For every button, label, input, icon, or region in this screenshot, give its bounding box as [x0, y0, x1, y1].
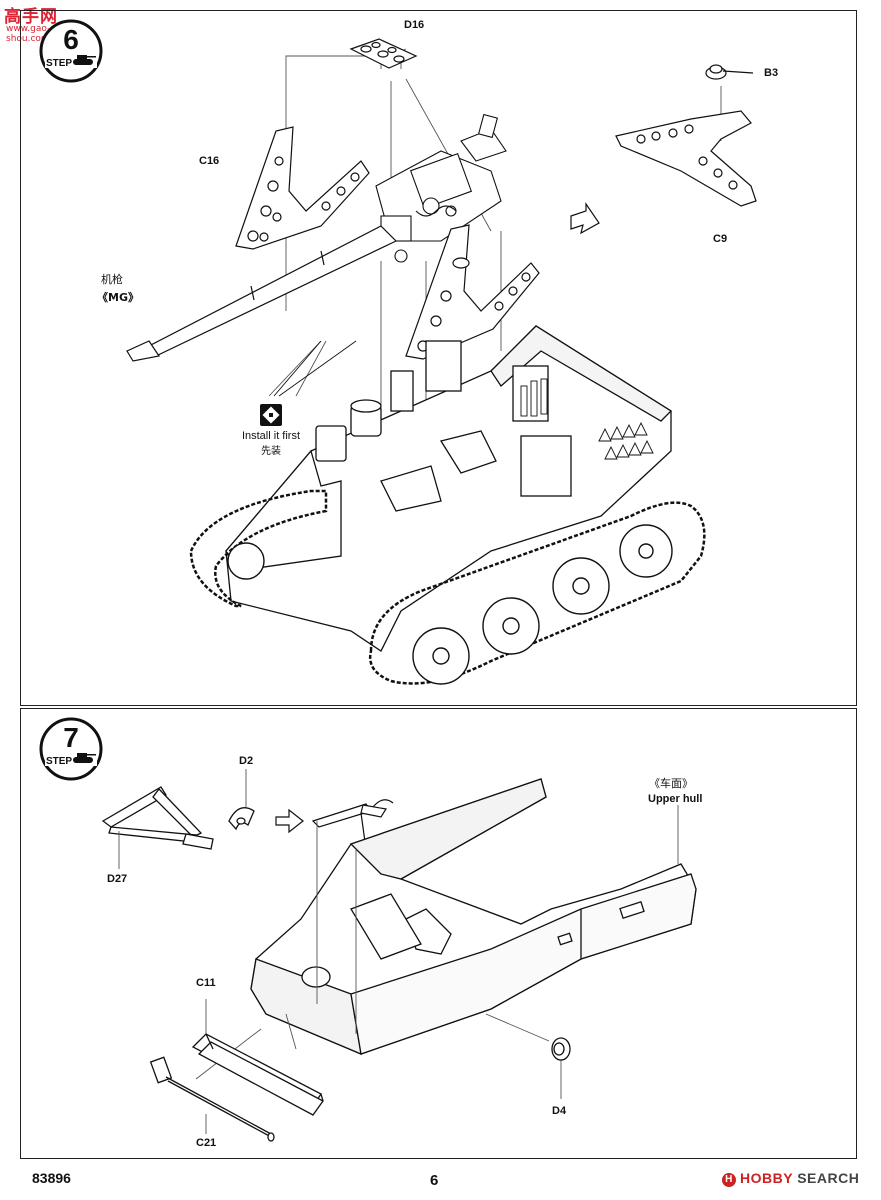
- label-d2: D2: [239, 755, 254, 767]
- tank-icon: [73, 55, 96, 65]
- step-7-badge: 7 STEP: [39, 717, 103, 781]
- tank-icon: [73, 753, 96, 763]
- watermark-text: 高手网: [4, 7, 58, 27]
- label-upper-hull-cn: 《车面》: [649, 777, 693, 790]
- install-first-cn: 先装: [261, 446, 281, 457]
- tank-hull: [225, 325, 673, 652]
- step-6-panel: 6 STEP: [20, 10, 857, 706]
- part-b3: [705, 64, 754, 80]
- label-d27: D27: [107, 873, 128, 885]
- watermark-logo: 高手网 www.gao-shou.com: [4, 2, 84, 44]
- label-d4: D4: [552, 1105, 567, 1117]
- step-7-word: STEP: [46, 756, 72, 767]
- label-mg-cn: 机枪: [101, 273, 123, 286]
- assembly-arrow-icon: [275, 808, 304, 834]
- label-c21: C21: [196, 1137, 217, 1149]
- part-d2: [228, 807, 255, 831]
- label-c11: C11: [196, 977, 216, 989]
- part-c16: [235, 126, 370, 250]
- step-7-number: 7: [63, 722, 79, 753]
- page-number: 6: [430, 1172, 439, 1189]
- watermark-url: www.gao-shou.com: [6, 24, 51, 44]
- brand-prefix: HOBBY: [740, 1170, 793, 1186]
- label-c16: C16: [199, 155, 220, 167]
- install-first-note: Install it first 先装: [226, 404, 316, 457]
- label-d16: D16: [404, 19, 425, 31]
- step-6-diagram: [126, 38, 757, 685]
- guide-line-c16: [285, 55, 382, 116]
- brand-suffix: SEARCH: [797, 1170, 860, 1186]
- install-first-icon: [260, 404, 282, 426]
- assembly-arrow-icon: [570, 202, 600, 235]
- install-first-text: Install it first: [241, 430, 301, 442]
- part-d4: [551, 1037, 571, 1061]
- part-d16: [349, 38, 418, 69]
- step-6-number: 6: [63, 24, 79, 55]
- part-c21: [149, 1056, 275, 1142]
- label-c9: C9: [713, 233, 728, 245]
- part-c11: [191, 1033, 324, 1116]
- ammo-shells: [520, 378, 654, 460]
- hobbysearch-logo: H HOBBY SEARCH: [722, 1170, 859, 1187]
- label-mg-en: 《MG》: [97, 291, 139, 304]
- part-d27-installed: [311, 799, 394, 850]
- step-6-word: STEP: [46, 58, 72, 69]
- part-c9: [615, 110, 757, 207]
- step-6-badge: 6 STEP: [39, 19, 103, 83]
- kit-number: 83896: [32, 1170, 71, 1186]
- step-7-panel: 7 STEP: [20, 708, 857, 1159]
- road-wheels: [227, 524, 673, 685]
- label-upper-hull: Upper hull: [648, 793, 703, 805]
- tank-tracks: [189, 489, 706, 685]
- upper-hull: [250, 778, 697, 1056]
- step-7-diagram: [101, 769, 697, 1142]
- hobbysearch-icon: H: [722, 1173, 736, 1187]
- label-b3: B3: [764, 67, 779, 79]
- part-mg-barrel: [126, 225, 398, 362]
- part-d27: [101, 786, 214, 850]
